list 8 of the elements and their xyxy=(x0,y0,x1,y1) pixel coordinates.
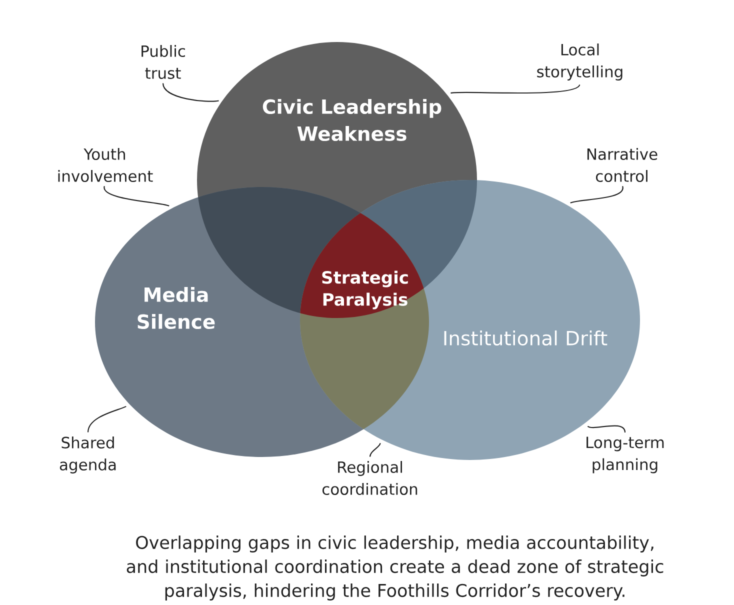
annotation-text: Narrative control xyxy=(587,148,658,182)
leader-line xyxy=(450,84,580,94)
annotation-text: Shared agenda xyxy=(60,436,116,474)
annotation-text: Regional coordination xyxy=(322,461,418,495)
annotation-text: Youth involvement xyxy=(58,148,153,182)
annotation-text: Local storytelling xyxy=(537,44,622,80)
caption: Overlapping gaps in civic leadership, media accountability, and institutional coordination create a dead zone of strategic paralysis, hindering the Foothills Corridor’s recovery. xyxy=(126,536,664,600)
annotation-text: Public trust xyxy=(142,45,185,79)
